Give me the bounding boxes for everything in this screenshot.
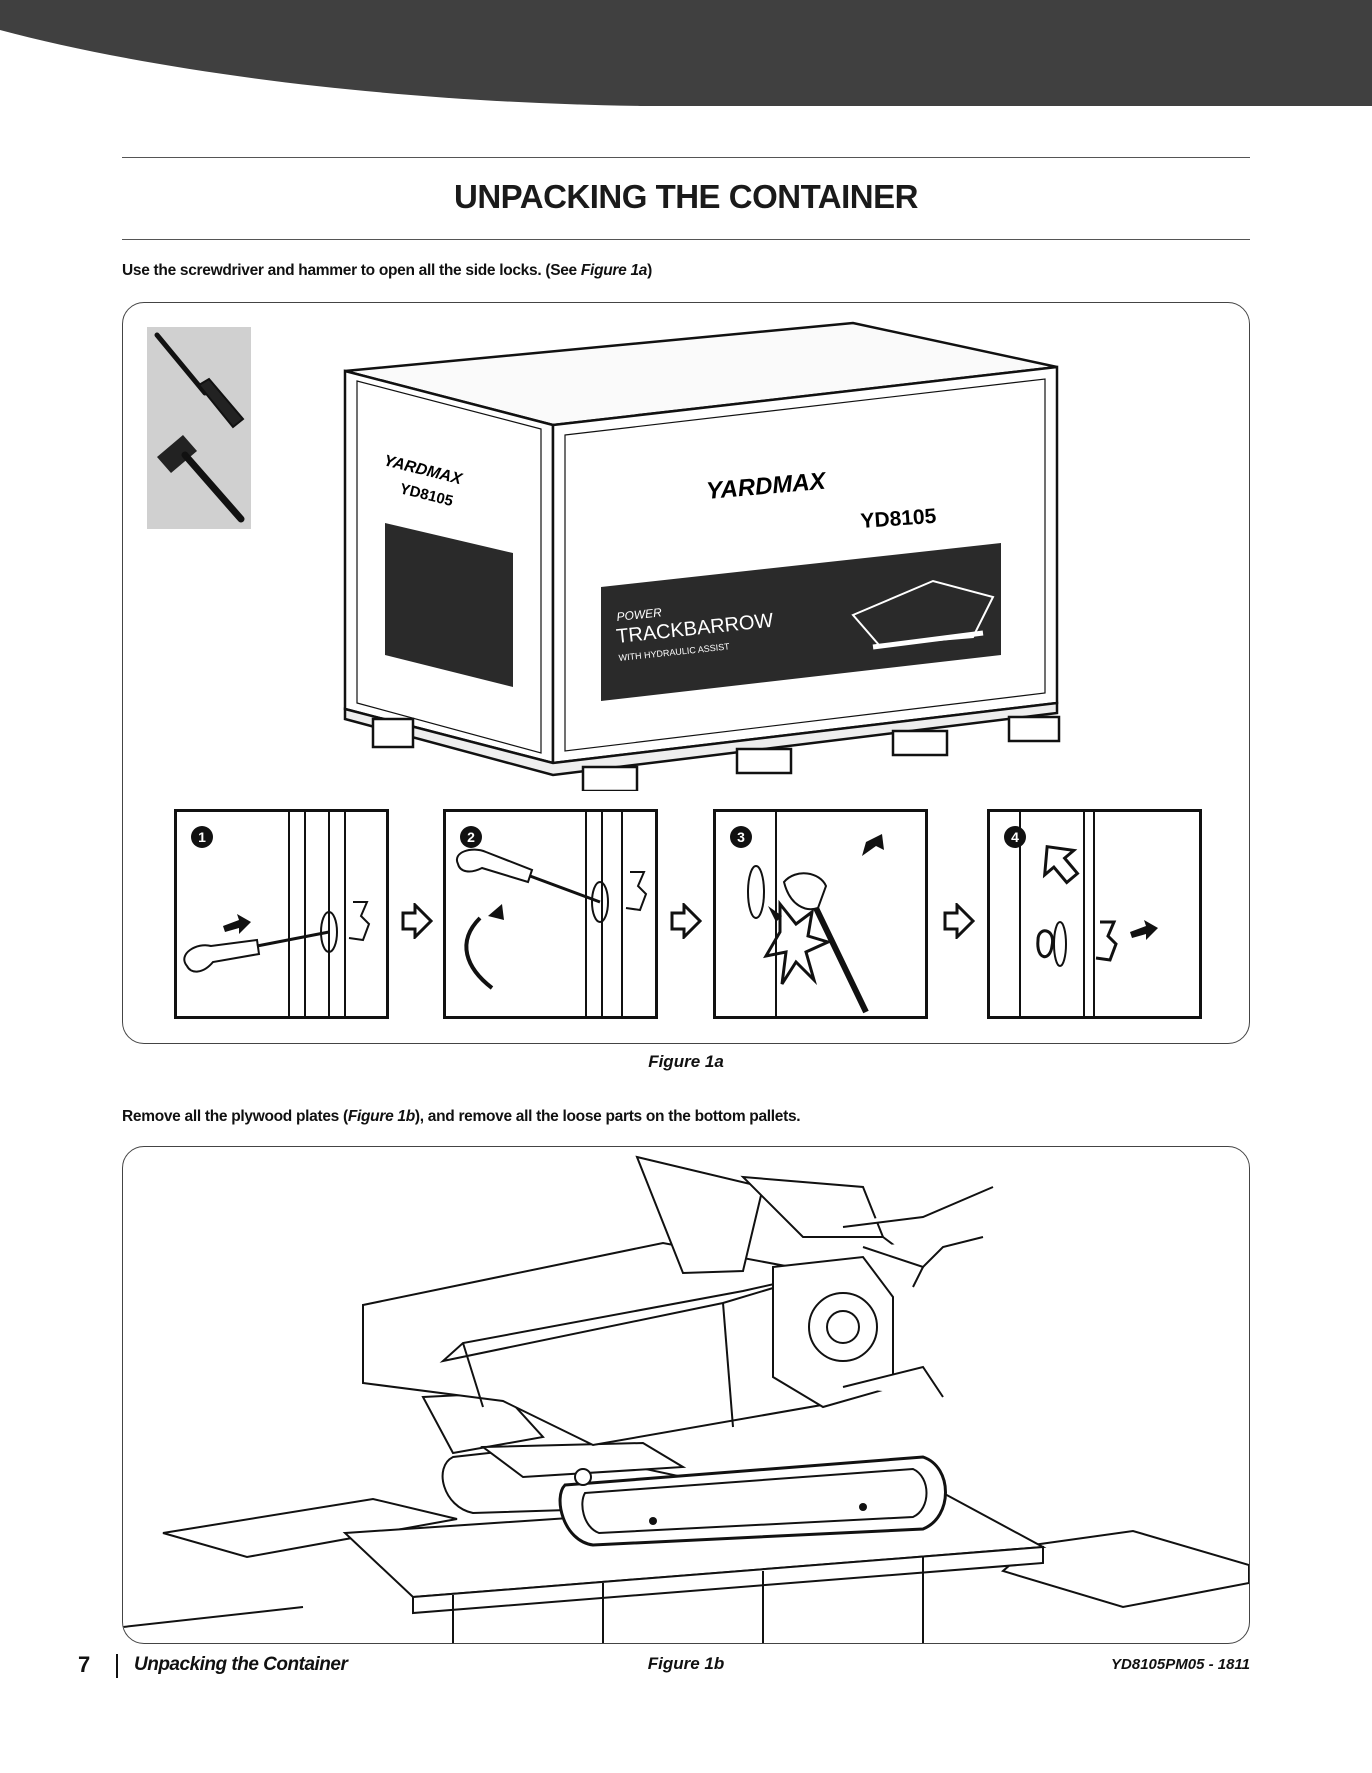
figure-1a-panel: YARDMAX YD8105 YARDMAX YD8105 POWER TRAC…: [122, 302, 1250, 1044]
step-number: 4: [1004, 826, 1026, 848]
document-code: YD8105PM05 - 1811: [1111, 1656, 1250, 1673]
title-rule-top: [122, 157, 1250, 158]
step-number: 3: [730, 826, 752, 848]
step-1-illustration: [183, 812, 371, 1016]
instruction-text: Remove all the plywood plates (: [122, 1108, 348, 1125]
crate-product-line1: POWER: [616, 605, 663, 624]
instruction-open-locks: Use the screwdriver and hammer to open a…: [122, 262, 652, 280]
step-3-box: 3: [713, 809, 928, 1019]
instruction-text-end: ): [647, 262, 652, 279]
instruction-remove-plates: Remove all the plywood plates (Figure 1b…: [122, 1108, 801, 1126]
page-title: UNPACKING THE CONTAINER: [454, 178, 918, 215]
next-step-arrow-icon: [401, 903, 433, 939]
next-step-arrow-icon: [670, 903, 702, 939]
step-4-illustration: [1019, 812, 1158, 1016]
step-number: 1: [191, 826, 213, 848]
figure-ref-1a: Figure 1a: [580, 262, 648, 279]
step-3-illustration: [747, 812, 884, 1016]
figure-ref-1b: Figure 1b: [347, 1108, 415, 1125]
instruction-text-end: ), and remove all the loose parts on the…: [414, 1108, 801, 1125]
figure-1a-caption: Figure 1a: [648, 1052, 724, 1071]
shipping-crate-illustration: YARDMAX YD8105 YARDMAX YD8105 POWER TRAC…: [343, 321, 1061, 791]
step-2-illustration: [455, 812, 648, 1016]
hammer-icon: [157, 435, 245, 523]
page-footer: 7 Unpacking the Container YD8105PM05 - 1…: [78, 1652, 1250, 1682]
title-rule-bottom: [122, 239, 1250, 240]
tools-illustration: [147, 327, 251, 529]
step-1-box: 1: [174, 809, 389, 1019]
figure-1b-caption: Figure 1b: [647, 1654, 725, 1673]
next-step-arrow-icon: [943, 903, 975, 939]
trackbarrow-on-pallet-illustration: [123, 1155, 1249, 1643]
header-band: [0, 0, 1372, 106]
footer-separator: [116, 1654, 118, 1678]
step-4-box: 4: [987, 809, 1202, 1019]
screwdriver-icon: [154, 332, 245, 429]
step-number: 2: [460, 826, 482, 848]
crate-front-model: YD8105: [860, 505, 938, 533]
step-2-box: 2: [443, 809, 658, 1019]
page-number: 7: [78, 1652, 91, 1677]
figure-1b-panel: [122, 1146, 1250, 1644]
footer-section-name: Unpacking the Container: [134, 1654, 348, 1675]
instruction-text: Use the screwdriver and hammer to open a…: [122, 262, 581, 279]
